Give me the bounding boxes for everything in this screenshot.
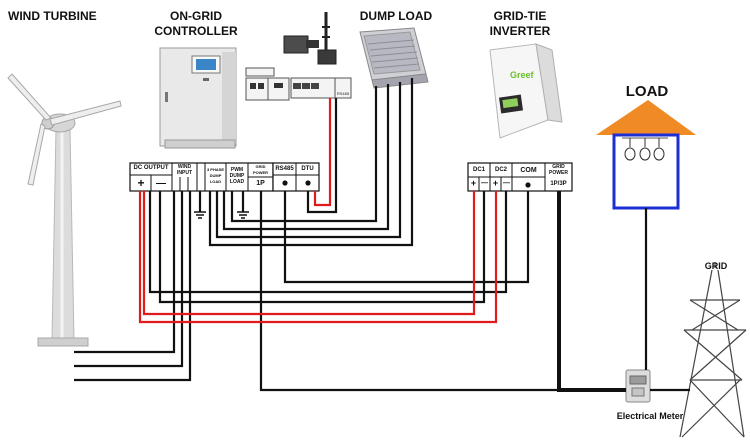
house-load (596, 100, 696, 210)
pwm-label-line1: PWM (230, 167, 244, 173)
dtu-label: DTU (301, 166, 314, 172)
dc2-label: DC2 (494, 167, 507, 173)
grid-power-label-line1: GRID (255, 164, 266, 169)
grid-label: GRID (704, 261, 728, 271)
dtu-modem: RS485 (245, 12, 352, 101)
wind-turbine (7, 73, 122, 347)
three-phase-label-line2: DUMP (209, 173, 222, 178)
controller-label-line2: CONTROLLER (154, 24, 238, 38)
electrical-meter-label: Electrical Meter (616, 411, 684, 421)
wires-black (74, 78, 690, 392)
grid-pylon-icon (679, 262, 747, 438)
dc-minus-label: — (156, 178, 166, 189)
com-label: COM (520, 167, 537, 174)
dc1-minus-label: — (481, 180, 488, 187)
inverter-terminal-block (467, 162, 573, 192)
grid-power-label-line2: POWER (252, 170, 269, 175)
inverter-grid-power-line2: POWER (549, 170, 568, 176)
rs485-label: RS485 (275, 166, 294, 172)
controller-label-line1: ON-GRID (170, 9, 222, 23)
dc1-label: DC1 (472, 167, 485, 173)
inverter-grid-power-line1: GRID (552, 164, 565, 170)
dtu-port-text: RS485 (337, 91, 350, 96)
electrical-meter-icon (625, 369, 651, 403)
three-phase-label-line1: 3 PHASE (206, 167, 225, 172)
load-label: LOAD (625, 83, 669, 100)
controller-cabinet (159, 47, 237, 149)
dc-plus-label: + (137, 176, 145, 190)
wind-input-label-line1: WIND (177, 164, 192, 170)
bulb-icon (624, 138, 665, 161)
dc1-plus-label: + (470, 178, 477, 188)
dump-load-box (359, 27, 429, 89)
three-phase-label-line3: LOAD (209, 179, 222, 184)
inverter-unit: Greef (489, 43, 563, 139)
inverter-brand-text: Greef (510, 70, 535, 80)
wires-bold (557, 191, 626, 392)
dc-output-label: DC OUTPUT (133, 165, 169, 171)
inverter-label-line1: GRID-TIE (493, 9, 547, 23)
dc2-minus-label: — (503, 180, 510, 187)
pwm-label-line2: DUMP (229, 173, 245, 179)
ground-icon (194, 211, 249, 219)
pwm-label-line3: LOAD (229, 179, 245, 185)
inverter-phase-label: 1P/3P (550, 181, 567, 187)
wind-turbine-label: WIND TURBINE (8, 9, 97, 23)
wires-red (138, 98, 498, 324)
wind-input-label-line2: INPUT (177, 170, 192, 176)
controller-terminal-block (129, 162, 320, 192)
dc2-plus-label: + (492, 178, 499, 188)
one-p-label: 1P (256, 180, 265, 187)
inverter-label-line2: INVERTER (489, 24, 551, 38)
dump-load-label: DUMP LOAD (359, 9, 433, 23)
